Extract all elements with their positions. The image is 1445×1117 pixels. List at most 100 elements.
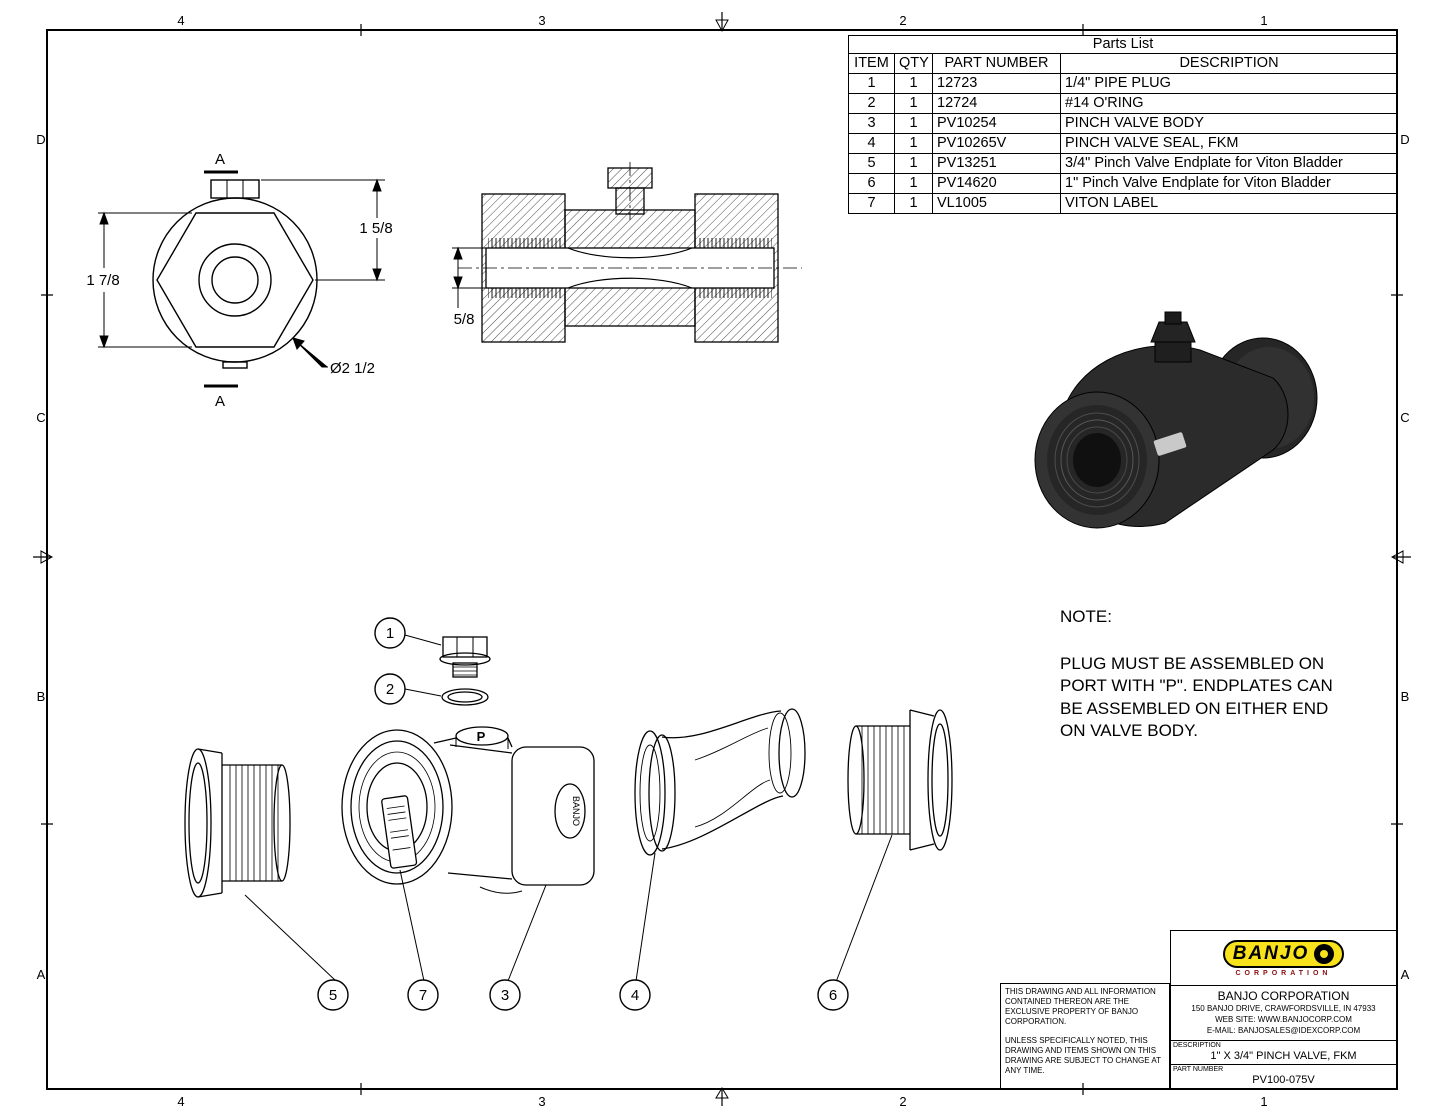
company-section: BANJO CORPORATION 150 BANJO DRIVE, CRAWF… [1171,986,1396,1041]
balloon-3: 3 [501,987,509,1004]
col-header-qty: QTY [894,53,933,74]
section-label-top: A [215,151,225,168]
company-email: E-MAIL: BANJOSALES@IDEXCORP.COM [1206,1025,1361,1035]
balloon-leaders [244,634,893,983]
parts-row: 1 1 12723 1/4" PIPE PLUG [848,73,1398,94]
dim-text-diameter: Ø2 1/2 [330,360,375,377]
cell-item: 5 [848,153,895,174]
col-header-description: DESCRIPTION [1060,53,1398,74]
dimension-diameter: Ø2 1/2 [292,337,375,377]
description-label: DESCRIPTION [1173,1042,1221,1049]
port-label: P [477,729,486,744]
cell-description: 1/4" PIPE PLUG [1060,73,1398,94]
isometric-view [1034,311,1318,529]
zone-label-left-b: B [36,689,46,704]
section-label-bottom: A [215,393,225,410]
zone-label-left-a: A [36,967,46,982]
cell-description: #14 O'RING [1060,93,1398,114]
note-title: NOTE: [1060,607,1112,626]
cell-part-number: PV10265V [932,133,1061,154]
part-o-ring [441,688,489,706]
cell-qty: 1 [894,73,933,94]
banjo-logo: BANJO [1222,939,1345,968]
description-value: 1" X 3/4" PINCH VALVE, FKM [1210,1050,1357,1062]
dimension-bore: 5/8 [452,246,486,328]
cell-item: 2 [848,93,895,114]
disclaimer-text-2: UNLESS SPECIFICALLY NOTED, THIS DRAWING … [1005,1036,1161,1075]
parts-list-header-row: ITEM QTY PART NUMBER DESCRIPTION [848,53,1398,74]
cell-item: 6 [848,173,895,194]
balloon-5: 5 [329,987,337,1004]
note-block: NOTE: PLUG MUST BE ASSEMBLED ON PORT WIT… [1060,607,1375,743]
zone-label-right-a: A [1400,967,1410,982]
part-endplate-right [847,709,953,851]
center-mark-left [33,550,54,564]
part-valve-body [341,726,595,894]
balloon-6: 6 [829,987,837,1004]
zone-label-bottom-3: 3 [538,1094,546,1109]
banjo-logo-subtext: CORPORATION [1235,969,1332,977]
zone-label-bottom-2: 2 [899,1094,907,1109]
parts-list-title-row: Parts List [848,35,1398,54]
balloon-1: 1 [386,625,394,642]
iso-left-flange [1034,391,1160,529]
cell-qty: 1 [894,173,933,194]
zone-label-right-d: D [1400,132,1410,147]
dim-text-1-5-8: 1 5/8 [359,220,392,237]
disclaimer-text-1: THIS DRAWING AND ALL INFORMATION CONTAIN… [1005,987,1156,1026]
zone-label-top-2: 2 [899,13,907,28]
note-body: PLUG MUST BE ASSEMBLED ON PORT WITH "P".… [1060,654,1333,741]
part-viton-label [381,795,418,869]
parts-row: 5 1 PV13251 3/4" Pinch Valve Endplate fo… [848,153,1398,174]
parts-list-title: Parts List [848,35,1398,54]
cell-description: 1" Pinch Valve Endplate for Viton Bladde… [1060,173,1398,194]
cell-part-number: PV13251 [932,153,1061,174]
title-block: BANJO CORPORATION BANJO CORPORATION 150 … [1170,930,1397,1089]
cell-qty: 1 [894,113,933,134]
parts-row: 7 1 VL1005 VITON LABEL [848,193,1398,214]
cell-part-number: 12724 [932,93,1061,114]
description-section: DESCRIPTION 1" X 3/4" PINCH VALVE, FKM [1171,1041,1396,1065]
disclaimer-box: THIS DRAWING AND ALL INFORMATION CONTAIN… [1000,983,1170,1089]
cell-item: 3 [848,113,895,134]
part-pipe-plug [439,636,491,678]
parts-list-table: Parts List ITEM QTY PART NUMBER DESCRIPT… [848,35,1398,214]
balloon-2: 2 [386,681,394,698]
zone-label-top-3: 3 [538,13,546,28]
zone-label-right-b: B [1400,689,1410,704]
cell-part-number: VL1005 [932,193,1061,214]
balloon-7: 7 [419,987,427,1004]
center-mark-bottom [715,1087,729,1106]
banjo-logo-disc-icon [1314,943,1335,964]
body-badge-text: BANJO [571,796,581,826]
zone-label-top-4: 4 [177,13,185,28]
section-cut-marks: A A [204,151,238,410]
part-number-section: PART NUMBER PV100-075V [1171,1065,1396,1088]
parts-row: 3 1 PV10254 PINCH VALVE BODY [848,113,1398,134]
cell-qty: 1 [894,93,933,114]
part-number-value: PV100-075V [1252,1074,1315,1086]
center-mark-right [1390,550,1411,564]
cell-description: PINCH VALVE SEAL, FKM [1060,133,1398,154]
dim-text-5-8: 5/8 [454,311,475,328]
balloon-4: 4 [631,987,639,1004]
company-address: 150 BANJO DRIVE, CRAWFORDSVILLE, IN 4793… [1191,1004,1376,1013]
iso-top-nut [1150,311,1196,363]
cell-description: PINCH VALVE BODY [1060,113,1398,134]
thread-bands [488,238,772,298]
iso-label-strip [1153,432,1187,456]
cell-item: 4 [848,133,895,154]
zone-label-bottom-4: 4 [177,1094,185,1109]
zone-label-left-d: D [36,132,46,147]
logo-section: BANJO CORPORATION [1171,931,1396,986]
center-mark-top [715,12,729,33]
cell-item: 1 [848,73,895,94]
zone-label-right-c: C [1400,410,1410,425]
cell-part-number: PV14620 [932,173,1061,194]
part-endplate-left [184,748,291,898]
zone-label-left-c: C [36,410,46,425]
cell-qty: 1 [894,153,933,174]
cell-part-number: PV10254 [932,113,1061,134]
